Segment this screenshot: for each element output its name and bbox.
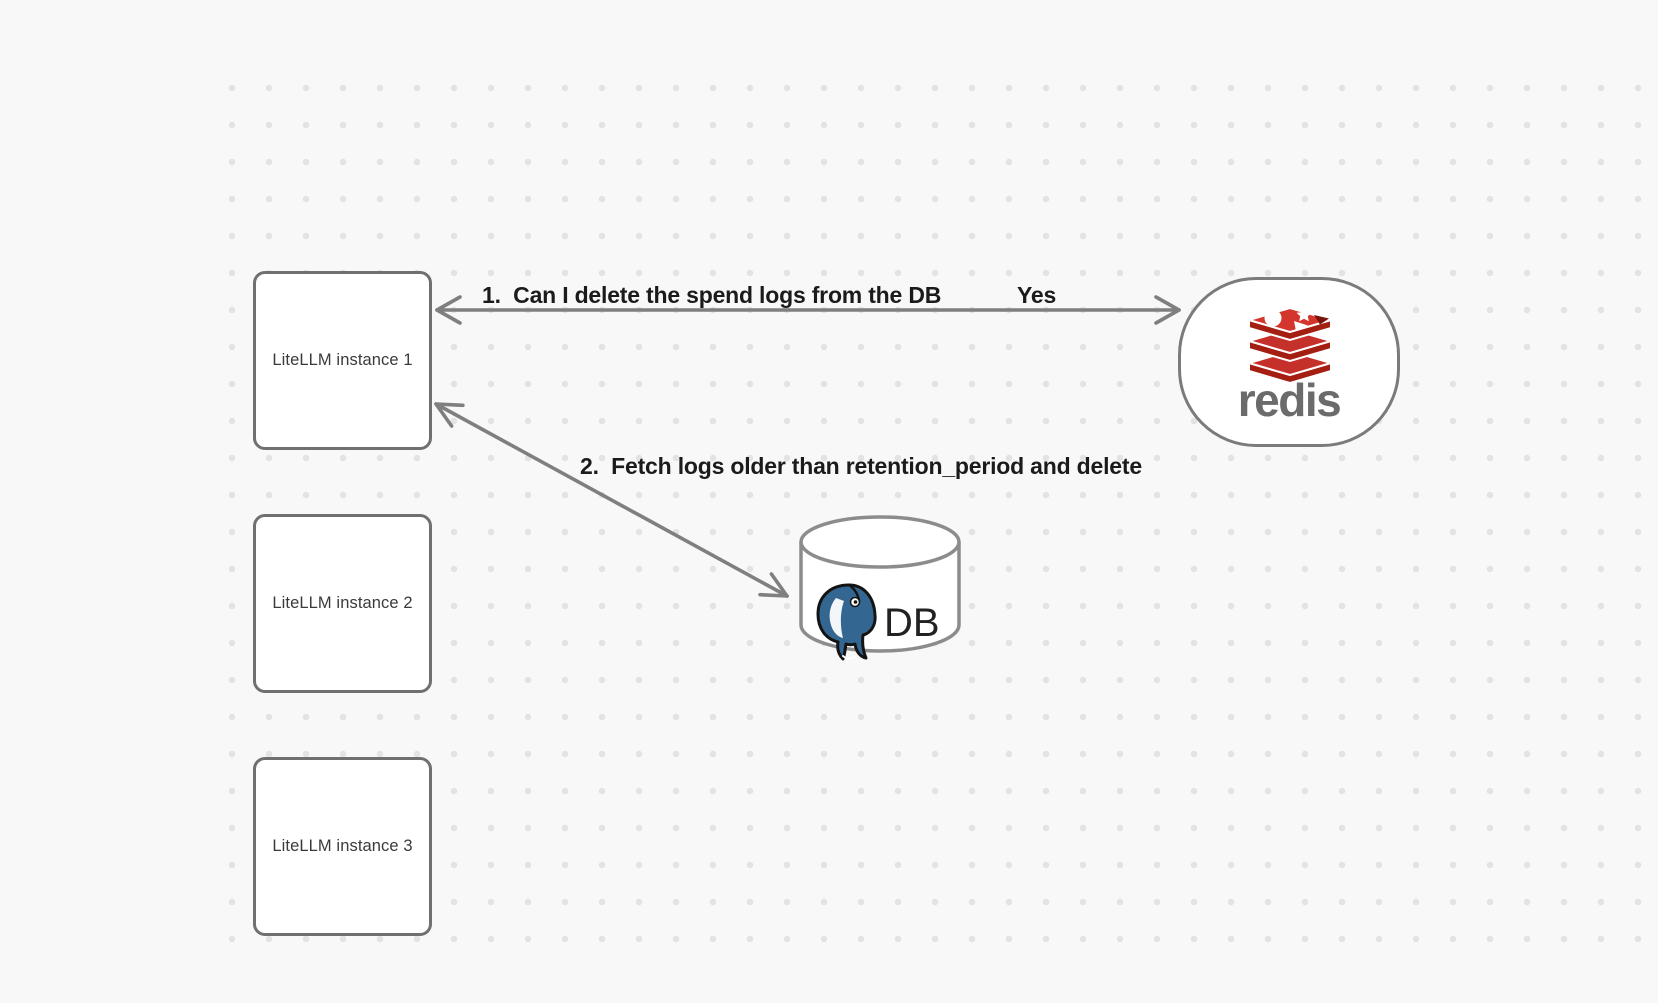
litellm-instance-2-label: LiteLLM instance 2 [272, 594, 413, 612]
edge-cache-check-answer[interactable]: Yes [1017, 282, 1057, 308]
edge-fetch-delete-label[interactable]: 2. Fetch logs older than retention_perio… [580, 453, 1142, 479]
redis-logo-icon [1245, 307, 1335, 385]
litellm-instance-3-label: LiteLLM instance 3 [272, 837, 413, 855]
node-redis[interactable]: redis [1178, 277, 1400, 447]
edge-cache-check-label[interactable]: 1. Can I delete the spend logs from the … [482, 282, 942, 308]
edge-fetch-delete-arrow[interactable] [434, 402, 789, 598]
litellm-instance-1-label: LiteLLM instance 1 [272, 351, 413, 369]
node-litellm-instance-2[interactable]: LiteLLM instance 2 [253, 514, 432, 693]
node-litellm-instance-1[interactable]: LiteLLM instance 1 [253, 271, 432, 450]
node-litellm-instance-3[interactable]: LiteLLM instance 3 [253, 757, 432, 936]
redis-wordmark: redis [1237, 374, 1342, 426]
postgres-elephant-icon [816, 583, 877, 661]
db-label: DB [884, 601, 940, 645]
